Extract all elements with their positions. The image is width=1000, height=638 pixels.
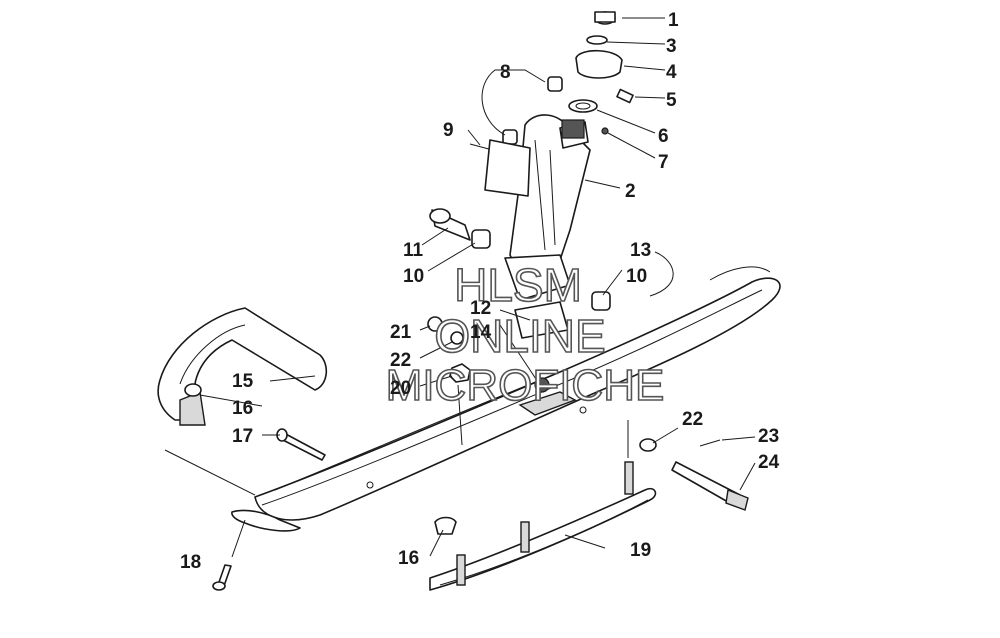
callout-17: 17 bbox=[232, 426, 253, 447]
callout-22-left: 22 bbox=[390, 350, 411, 371]
callout-16-top: 16 bbox=[232, 398, 253, 419]
callout-12: 12 bbox=[470, 298, 491, 319]
callouts: 1 3 4 5 6 7 2 8 9 11 10 13 10 12 14 21 2… bbox=[180, 10, 780, 573]
callout-2: 2 bbox=[625, 181, 636, 202]
callout-3: 3 bbox=[666, 36, 677, 57]
callout-11: 11 bbox=[403, 240, 424, 261]
callout-24: 24 bbox=[758, 452, 780, 473]
callout-10-right: 10 bbox=[626, 266, 647, 287]
callout-20: 20 bbox=[390, 378, 411, 399]
callout-23: 23 bbox=[758, 426, 779, 447]
wear-bar bbox=[429, 461, 657, 591]
ski-body bbox=[231, 266, 781, 532]
watermark-line2: ONLINE bbox=[434, 310, 605, 362]
bolts bbox=[212, 428, 326, 591]
callout-19: 19 bbox=[630, 540, 651, 561]
callout-4: 4 bbox=[666, 62, 677, 83]
watermark: HLSM ONLINE MICROFICHE bbox=[385, 258, 665, 411]
callout-14: 14 bbox=[470, 322, 492, 343]
callout-13: 13 bbox=[630, 240, 651, 261]
callout-5: 5 bbox=[666, 90, 677, 111]
callout-16-bottom: 16 bbox=[398, 548, 419, 569]
watermark-line1: HLSM bbox=[454, 259, 582, 311]
callout-8: 8 bbox=[500, 62, 511, 83]
watermark-line3: MICROFICHE bbox=[386, 361, 665, 410]
small-hardware bbox=[427, 316, 749, 511]
pivot-parts bbox=[429, 208, 611, 339]
callout-6: 6 bbox=[658, 126, 669, 147]
top-hardware bbox=[568, 11, 634, 135]
callout-21: 21 bbox=[390, 322, 412, 343]
callout-22-right: 22 bbox=[682, 409, 703, 430]
callout-1: 1 bbox=[668, 10, 679, 31]
leader-lines bbox=[164, 17, 756, 558]
ski-loop bbox=[157, 307, 457, 535]
callout-7: 7 bbox=[658, 152, 669, 173]
callout-18: 18 bbox=[180, 552, 201, 573]
callout-10-left: 10 bbox=[403, 266, 424, 287]
bushings-and-bolt bbox=[469, 76, 563, 197]
callout-15: 15 bbox=[232, 371, 254, 392]
callout-9: 9 bbox=[443, 120, 454, 141]
